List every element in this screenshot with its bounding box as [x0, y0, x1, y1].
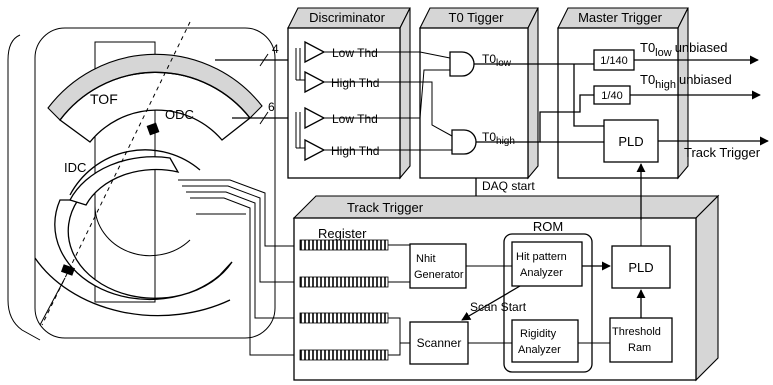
idc-cable-bundle — [178, 179, 300, 356]
prescale-low-label: 1/140 — [600, 55, 628, 67]
odc-label: ODC — [165, 107, 194, 122]
threshold-ram-box — [609, 317, 673, 363]
threshold-line2: Ram — [628, 342, 651, 354]
idc-upper-arc — [69, 149, 201, 196]
rigidity-line2: Analyzer — [518, 344, 561, 356]
hit-pattern-analyzer-box — [511, 241, 583, 287]
master-trigger-title: Master Trigger — [578, 10, 662, 25]
bus-width-high: 6 — [268, 100, 275, 114]
track-trigger-out-label: Track Trigger — [684, 145, 761, 160]
disc-row-label: High Thd — [331, 76, 379, 90]
bus-width-low: 4 — [272, 42, 279, 56]
comparator-icon — [304, 40, 326, 64]
disc-row-label: Low Thd — [332, 112, 378, 126]
register-bank — [299, 349, 389, 361]
tof-label: TOF — [90, 91, 118, 107]
disc-row-label: Low Thd — [332, 46, 378, 60]
rigidity-analyzer-box — [511, 319, 579, 363]
idc-label: IDC — [64, 160, 86, 175]
nhit-generator-box — [409, 243, 467, 289]
master-pld-box — [603, 119, 659, 163]
track-pld-label: PLD — [628, 260, 653, 275]
disc-row-label: High Thd — [331, 144, 379, 158]
idc-lower-ring — [54, 199, 233, 301]
comparator-icon — [304, 70, 326, 94]
nhit-line2: Generator — [414, 269, 464, 281]
track-trigger-wiring — [388, 163, 646, 356]
daq-start-label: DAQ start — [482, 179, 535, 193]
counter-block — [60, 264, 76, 276]
scanner-label: Scanner — [417, 336, 462, 350]
hit-line2: Analyzer — [520, 267, 563, 279]
and-gate-icon — [451, 129, 477, 155]
register-bank — [299, 276, 389, 288]
frame-outline — [34, 27, 276, 339]
support-plate — [94, 41, 156, 303]
comparator-icon — [304, 106, 326, 130]
outer-frame — [7, 34, 41, 341]
comparator-icon — [304, 138, 326, 162]
nhit-line1: Nhit — [416, 253, 436, 265]
scan-start-arrow — [461, 285, 521, 321]
and-gate-icon — [449, 51, 475, 77]
master-trigger-module: Master Trigger 1/140 1/40 PLD — [557, 7, 689, 180]
track-trigger-title: Track Trigger — [347, 200, 424, 215]
particle-track — [41, 21, 191, 326]
register-bank — [299, 312, 389, 324]
particle-track-tail — [39, 277, 66, 326]
scan-start-label: Scan Start — [470, 300, 527, 314]
t0-trigger-module: T0 Tigger T0low T0high — [419, 7, 539, 180]
bus-slash — [259, 111, 269, 125]
rigidity-line1: Rigidity — [520, 328, 557, 340]
master-pld-label: PLD — [618, 134, 643, 149]
discriminator-title: Discriminator — [309, 10, 386, 25]
prescale-high-label: 1/40 — [601, 90, 622, 102]
scanner-box — [409, 321, 469, 365]
tof-lower-arc — [34, 257, 231, 317]
t0-trigger-title: T0 Tigger — [449, 10, 505, 25]
track-trigger-module: Track Trigger Register ROM Nhit Generato… — [292, 194, 720, 382]
register-label: Register — [318, 226, 367, 241]
bus-slash — [259, 53, 269, 67]
detector-cross-section: TOF ODC IDC 4 6 — [7, 21, 300, 356]
disc-to-t0-wiring — [324, 51, 453, 151]
counter-block — [146, 122, 160, 136]
track-pld-box — [611, 245, 671, 289]
rom-label: ROM — [533, 219, 563, 234]
idc-inner-arc — [94, 204, 191, 257]
hit-line1: Hit pattern — [516, 251, 567, 263]
discriminator-module: Discriminator Low Thd High Thd Low Thd H… — [287, 7, 411, 180]
register-bank — [299, 239, 389, 251]
tof-thick-arc — [59, 71, 251, 121]
threshold-line1: Threshold — [612, 326, 661, 338]
idc-upper-ring — [69, 156, 180, 206]
